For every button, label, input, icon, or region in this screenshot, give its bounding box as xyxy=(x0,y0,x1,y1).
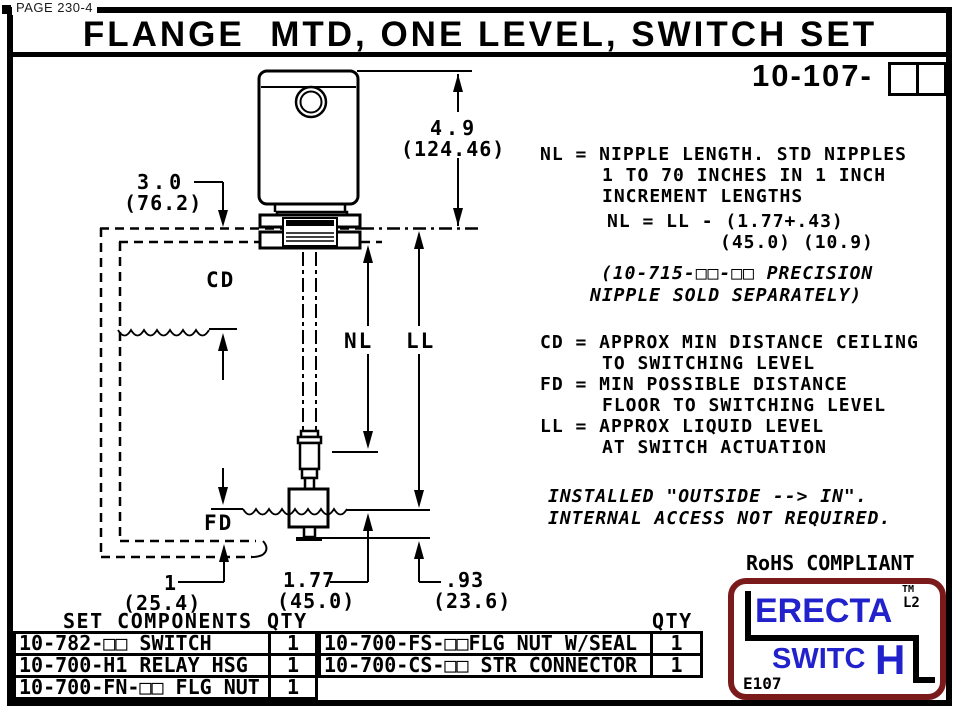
part-number-cell: 10-700-H1 RELAY HSG xyxy=(19,656,248,675)
dim-offset-in: .93 xyxy=(445,568,485,592)
dim-clearance-in: 3.0 xyxy=(137,170,186,194)
page-border-frame xyxy=(7,7,952,706)
dimension-arrows xyxy=(218,74,463,562)
dim-height-mm: (124.46) xyxy=(401,137,506,161)
logo-brand-switc: SWITC xyxy=(772,643,866,675)
corner-border-square xyxy=(2,5,11,14)
precision-nipple-note-line1: (10-715-□□-□□ PRECISION xyxy=(601,263,874,284)
logo-step-line xyxy=(745,591,751,641)
qty-cell: 1 xyxy=(268,678,315,697)
nl-formula-line1: NL = LL - (1.77+.43) xyxy=(607,211,844,232)
label-cd: CD xyxy=(206,268,236,292)
float-switch xyxy=(287,487,330,541)
qty-cell: 1 xyxy=(650,634,700,653)
installed-note-line2: INTERNAL ACCESS NOT REQUIRED. xyxy=(548,508,892,529)
nipple-note-line3: INCREMENT LENGTHS xyxy=(602,186,804,207)
table-row: 10-700-CS-□□ STR CONNECTOR 1 xyxy=(321,653,700,675)
qty-cell: 1 xyxy=(268,656,315,675)
nipple-note-line2: 1 TO 70 INCHES IN 1 INCH xyxy=(602,165,887,186)
nl-formula-line2: (45.0) (10.9) xyxy=(720,232,874,253)
str-connector xyxy=(296,429,323,491)
dim-actuation-in: 1.77 xyxy=(283,568,336,592)
dim-offset-mm: (23.6) xyxy=(433,589,512,613)
qty-cell: 1 xyxy=(650,656,700,675)
logo-step-line xyxy=(745,635,919,641)
def-fd-line2: FLOOR TO SWITCHING LEVEL xyxy=(602,395,887,416)
table-row: 10-700-FS-□□FLG NUT W/SEAL 1 xyxy=(321,634,700,653)
logo-code: E107 xyxy=(743,674,782,693)
def-ll-line1: LL = APPROX LIQUID LEVEL xyxy=(540,416,825,437)
option-box xyxy=(888,62,919,96)
label-nl: NL xyxy=(344,329,374,353)
nipple xyxy=(302,252,317,431)
logo-brand-erecta: ERECTA xyxy=(755,592,893,630)
dim-floor-mm: (25.4) xyxy=(123,591,202,615)
def-fd-line1: FD = MIN POSSIBLE DISTANCE xyxy=(540,374,848,395)
title-box-divider xyxy=(7,52,952,57)
part-number-cell: 10-700-FN-□□ FLG NUT xyxy=(19,678,260,697)
table-row: 10-782-□□ SWITCH 1 xyxy=(16,634,315,653)
part-number-cell: 10-700-CS-□□ STR CONNECTOR xyxy=(324,656,638,675)
liquid-level-lines xyxy=(117,328,430,539)
flange-nut xyxy=(282,217,338,247)
dim-floor-in: 1 xyxy=(164,571,178,595)
nipple-note-line1: NL = NIPPLE LENGTH. STD NIPPLES xyxy=(540,144,907,165)
qty-cell: 1 xyxy=(268,634,315,653)
label-ll: LL xyxy=(406,329,436,353)
part-number-cell: 10-700-FS-□□FLG NUT W/SEAL xyxy=(324,634,638,653)
table-header-qty-right: QTY xyxy=(652,609,693,633)
logo-brand-h: H xyxy=(875,636,906,683)
page-title: FLANGE MTD, ONE LEVEL, SWITCH SET xyxy=(82,15,878,54)
erecta-switch-logo: ERECTA TM L2 SWITC H E107 xyxy=(728,578,946,700)
logo-tm-mark: TM xyxy=(902,584,915,595)
logo-step-line xyxy=(913,635,919,683)
precision-nipple-note-line2: NIPPLE SOLD SEPARATELY) xyxy=(590,285,863,306)
components-table-left: 10-782-□□ SWITCH 1 10-700-H1 RELAY HSG 1… xyxy=(13,631,318,700)
table-header-qty-left: QTY xyxy=(267,609,308,633)
logo-l2-mark: L2 xyxy=(903,595,920,611)
components-table-right: 10-700-FS-□□FLG NUT W/SEAL 1 10-700-CS-□… xyxy=(318,631,703,678)
def-ll-line2: AT SWITCH ACTUATION xyxy=(602,437,827,458)
dim-height-in: 4.9 xyxy=(430,116,479,140)
label-fd: FD xyxy=(204,511,234,535)
def-cd-line1: CD = APPROX MIN DISTANCE CEILING xyxy=(540,332,919,353)
table-row: 10-700-FN-□□ FLG NUT 1 xyxy=(16,675,315,697)
table-header-set-components: SET COMPONENTS xyxy=(63,609,253,633)
rohs-compliant-label: RoHS COMPLIANT xyxy=(746,551,915,575)
table-row: 10-700-H1 RELAY HSG 1 xyxy=(16,653,315,675)
page-number-label: PAGE 230-4 xyxy=(12,0,98,15)
option-box xyxy=(916,62,947,96)
installed-note-line1: INSTALLED "OUTSIDE --> IN". xyxy=(548,486,868,507)
model-number-option-boxes xyxy=(888,62,947,96)
logo-step-line xyxy=(913,677,935,683)
dim-clearance-mm: (76.2) xyxy=(124,191,203,215)
model-number: 10-107- xyxy=(752,58,873,93)
def-cd-line2: TO SWITCHING LEVEL xyxy=(602,353,816,374)
dim-actuation-mm: (45.0) xyxy=(277,589,356,613)
part-number-cell: 10-782-□□ SWITCH xyxy=(19,634,212,653)
